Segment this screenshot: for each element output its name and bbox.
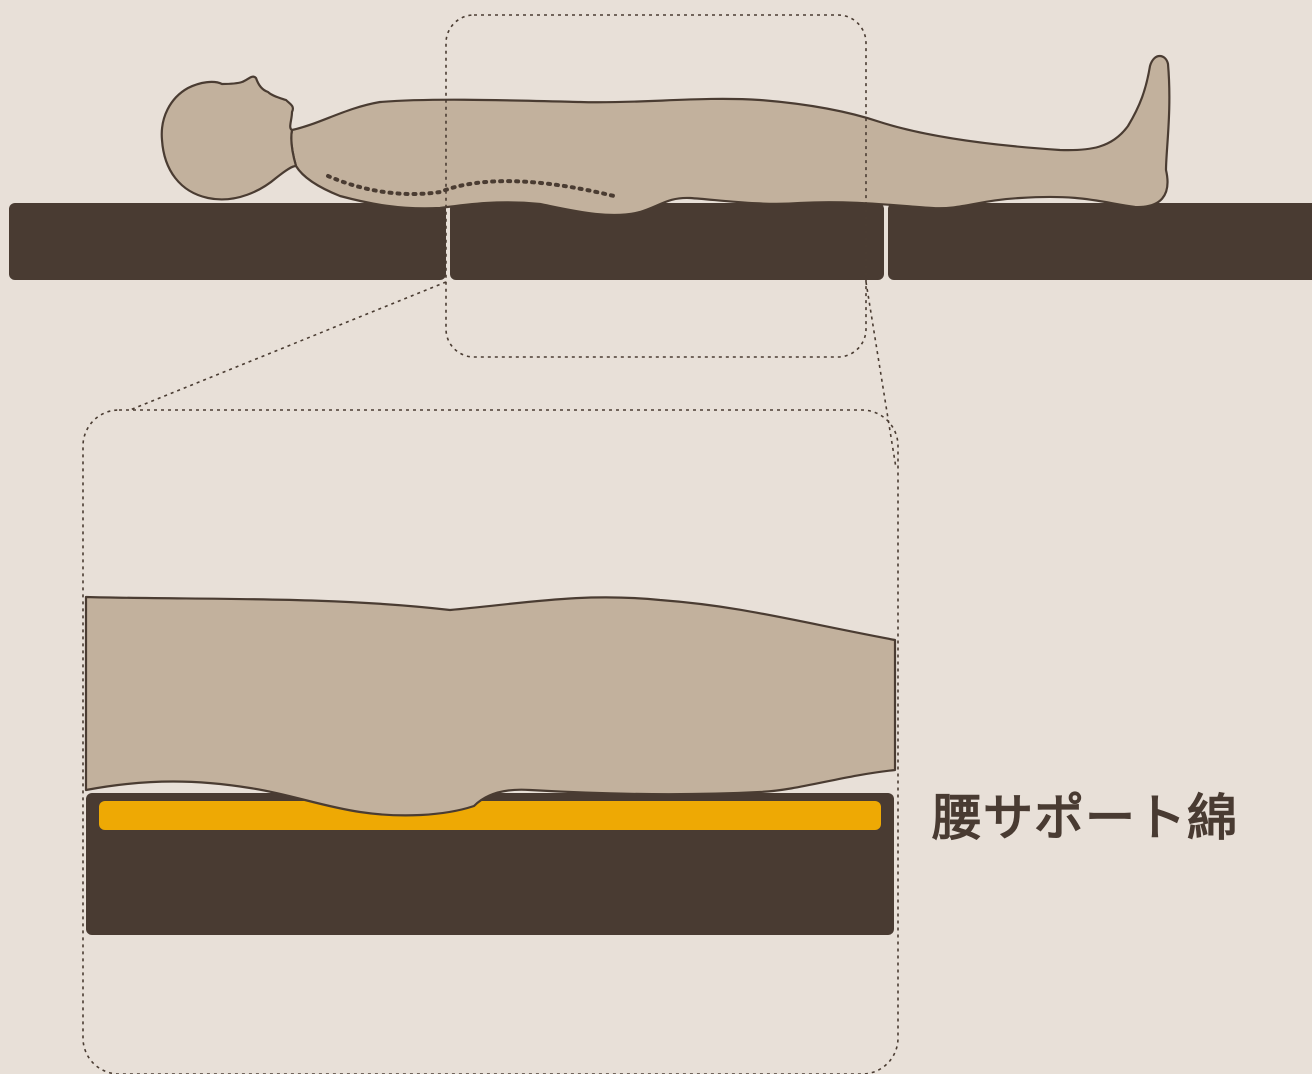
mattress-segment-foot [888,203,1312,280]
waist-support-layer [99,801,881,830]
spine-curve-icon [326,174,616,198]
zoom-connector-left [129,281,447,411]
mattress-segment-middle [450,203,884,280]
zoom-source-frame [445,14,867,358]
reclining-person-icon [160,54,1171,217]
zoom-connector-right [865,281,897,469]
zoom-detail-frame [82,409,899,1074]
figure-body [290,54,1171,217]
figure-head [160,75,298,201]
detail-body-section [84,595,897,817]
mattress-segment-head [9,203,446,280]
waist-support-cotton-label: 腰サポート綿 [932,789,1238,847]
mattress-top [9,203,1312,280]
